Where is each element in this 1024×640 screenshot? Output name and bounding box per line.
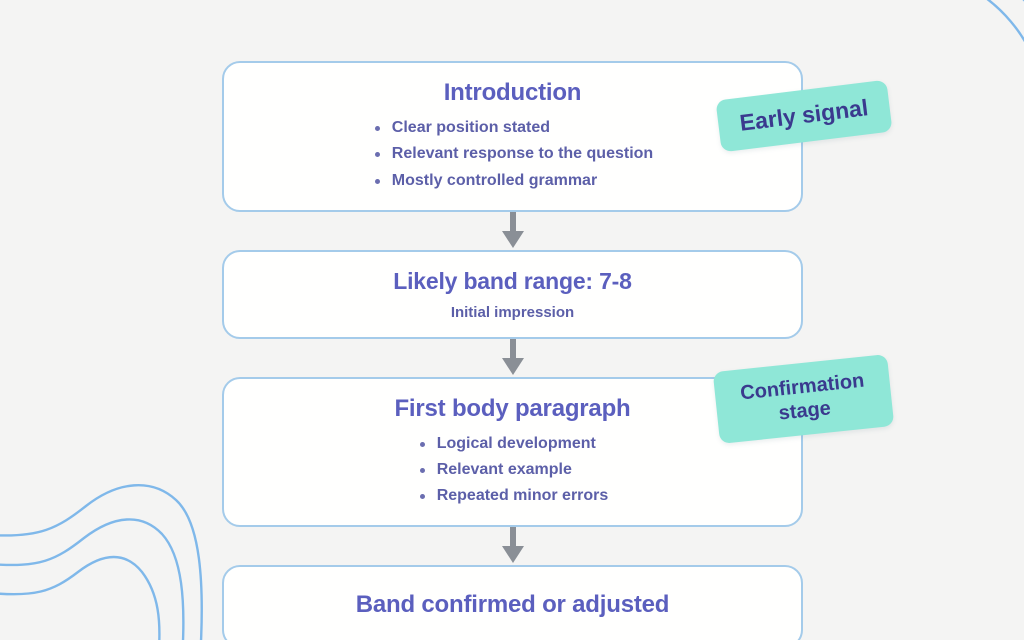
node-subtitle: Initial impression (450, 303, 575, 321)
node-title: Likely band range: 7-8 (393, 267, 632, 294)
decorative-waves-bottom-left (0, 484, 203, 640)
list-item: Clear position stated (372, 115, 653, 141)
list-item: Logical development (417, 431, 609, 457)
list-item: Relevant response to the question (372, 141, 653, 167)
arrow-down-icon (501, 338, 524, 375)
flow-node-likely-band-range[interactable]: Likely band range: 7-8 Initial impressio… (222, 249, 803, 339)
node-title: Introduction (443, 79, 582, 106)
sticker-line: Early signal (738, 94, 870, 136)
node-title: Band confirmed or adjusted (355, 591, 670, 619)
node-bullet-list: Logical development Relevant example Rep… (417, 431, 609, 509)
list-item: Relevant example (417, 457, 609, 483)
flow-node-first-body-paragraph[interactable]: First body paragraph Logical development… (222, 376, 803, 528)
flow-node-band-confirmed[interactable]: Band confirmed or adjusted (222, 565, 803, 640)
node-bullet-list: Clear position stated Relevant response … (372, 115, 653, 193)
list-item: Mostly controlled grammar (372, 168, 653, 194)
arrow-down-icon (501, 527, 524, 564)
arrow-down-icon (501, 211, 524, 248)
flow-node-introduction[interactable]: Introduction Clear position stated Relev… (222, 61, 803, 212)
node-title: First body paragraph (394, 394, 631, 422)
list-item: Repeated minor errors (417, 483, 608, 509)
flow-diagram: Introduction Clear position stated Relev… (222, 61, 803, 640)
